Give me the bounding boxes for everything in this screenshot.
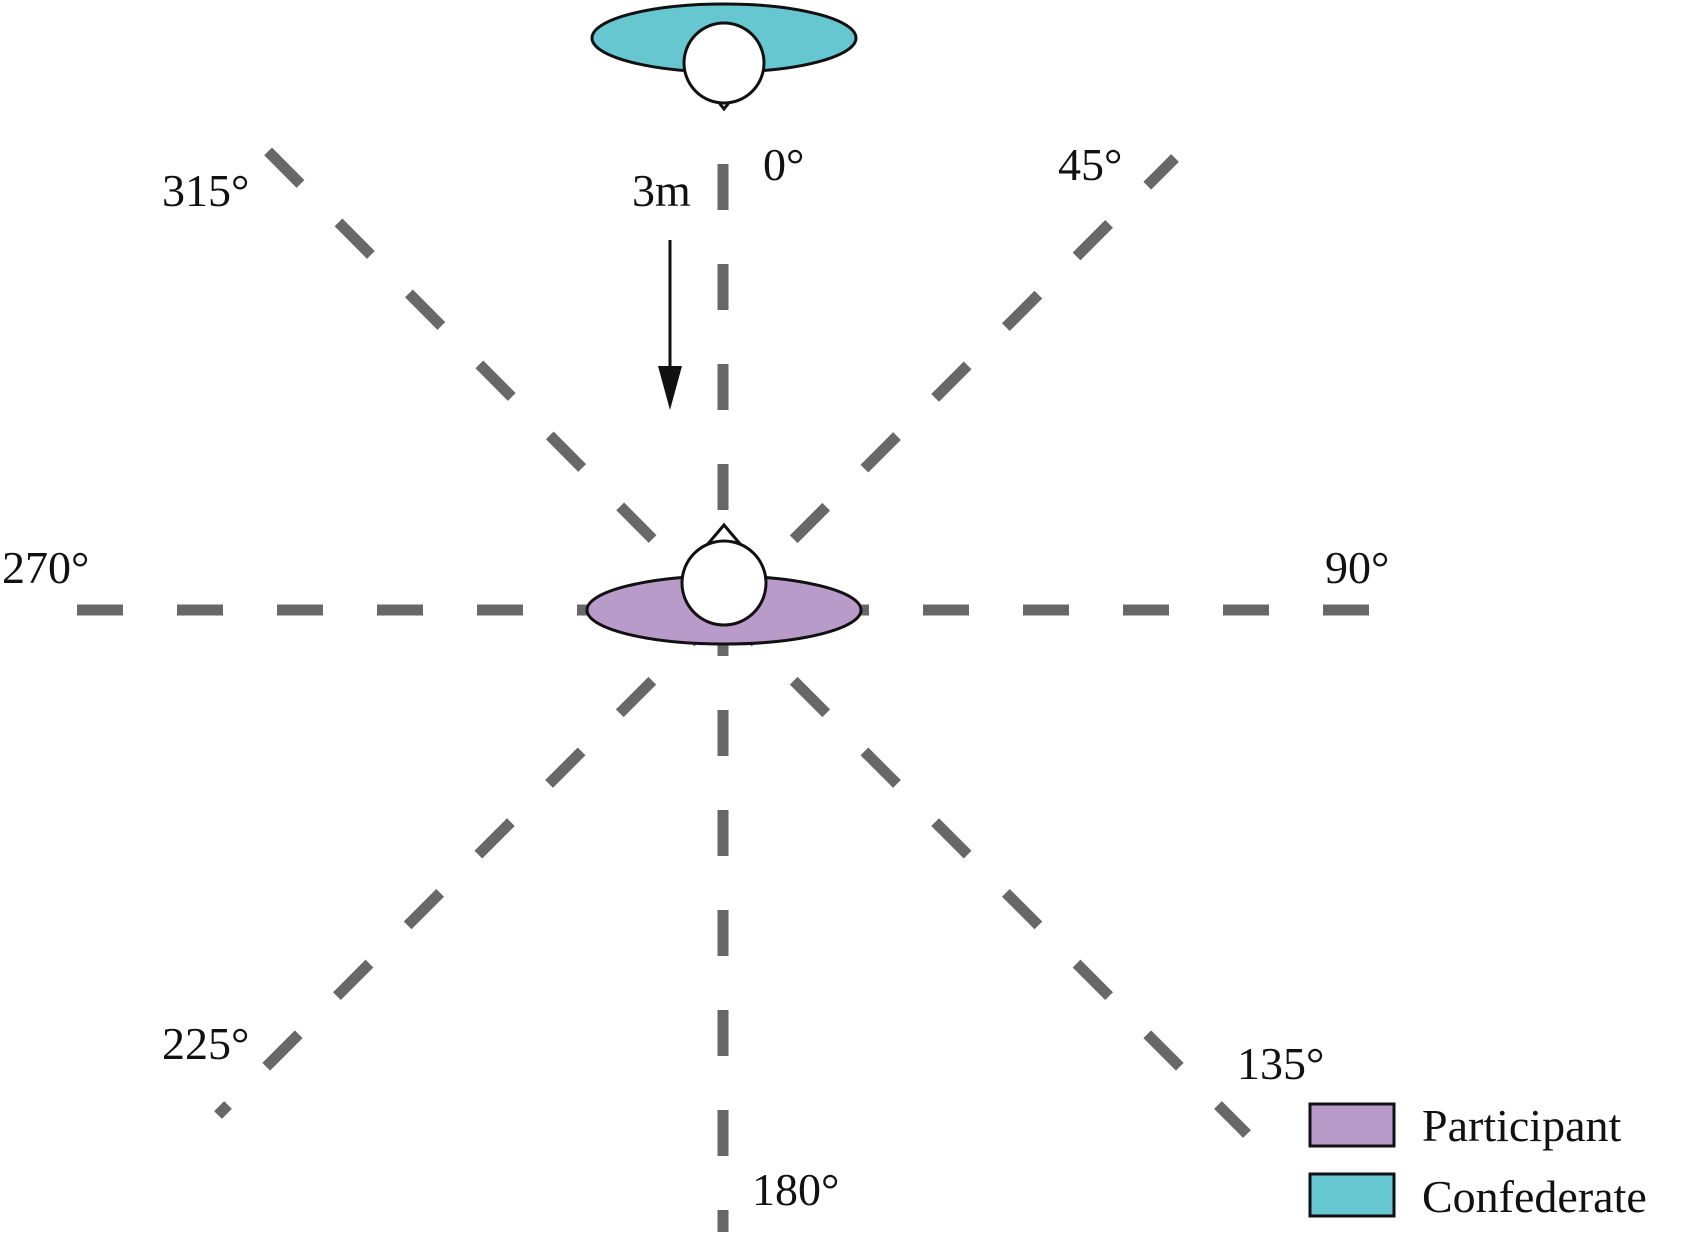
angle-label-225: 225° [162,1018,249,1069]
angle-label-90: 90° [1325,542,1389,593]
line-45-deg [719,154,1179,614]
participant-head [680,539,768,627]
angle-label-180: 180° [752,1164,839,1215]
angle-label-270: 270° [2,542,89,593]
legend-label-confederate: Confederate [1422,1171,1647,1222]
line-225-deg [214,606,727,1119]
confederate-head [682,21,766,105]
confederate-figure [590,2,858,112]
legend: Participant Confederate [1308,1100,1647,1222]
approach-arrow [658,240,682,410]
legend-label-participant: Participant [1422,1100,1621,1151]
approach-arrow-head [658,366,682,410]
angle-label-135: 135° [1237,1038,1324,1089]
angle-label-0: 0° [763,139,804,190]
angle-label-315: 315° [162,165,249,216]
legend-swatch-participant [1308,1102,1396,1148]
legend-swatch-confederate [1308,1172,1396,1218]
angle-label-45: 45° [1058,139,1122,190]
line-315-deg [236,119,727,614]
line-135-deg [719,606,1251,1138]
participant-figure [585,522,863,646]
distance-label: 3m [632,165,691,216]
